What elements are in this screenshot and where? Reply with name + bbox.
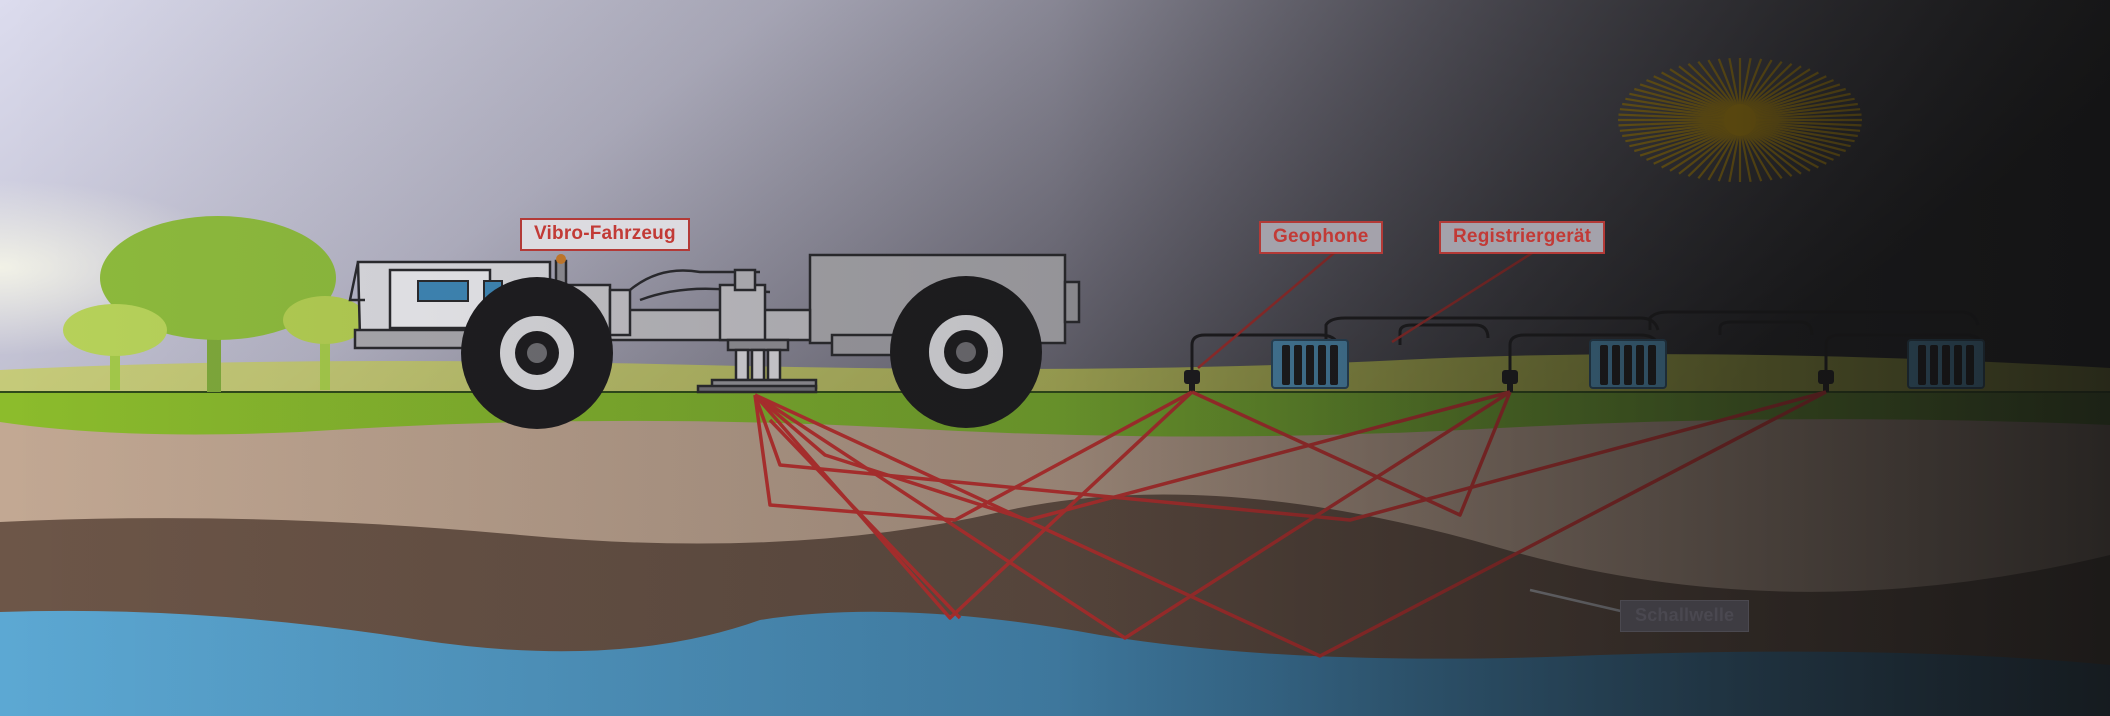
sound-wave-label: Schallwelle (1620, 600, 1750, 632)
vibro-truck-label: Vibro-Fahrzeug (520, 218, 690, 251)
recorder-label: Registriergerät (1439, 221, 1606, 254)
geophone-label: Geophone (1259, 221, 1383, 254)
